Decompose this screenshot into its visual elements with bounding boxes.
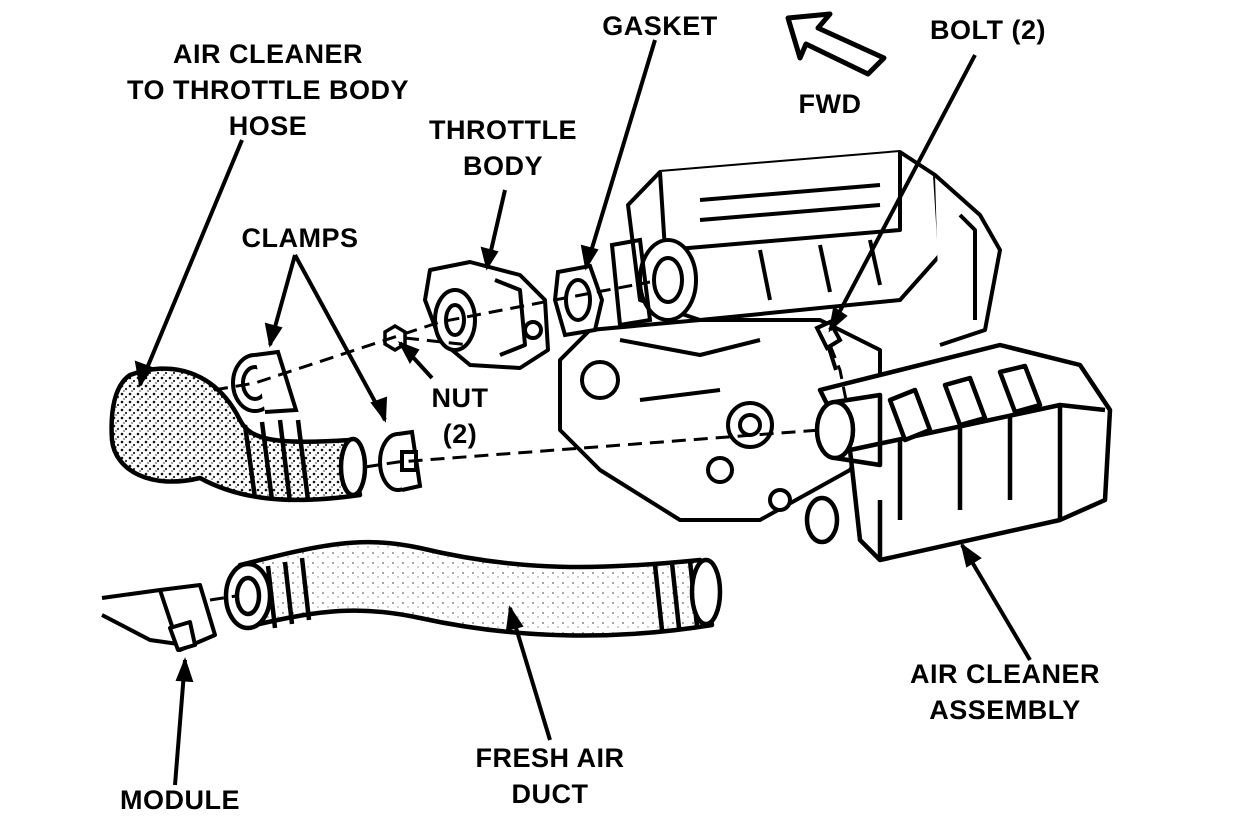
intake-manifold: [626, 150, 1002, 347]
throttle-body-shape: [423, 260, 550, 370]
label-fresh-air-duct-line-1: FRESH AIR: [475, 743, 625, 773]
air-cleaner-assembly-body: [804, 342, 1113, 563]
label-nut-line-2: (2): [442, 419, 478, 449]
fwd-arrow-icon: [785, 11, 887, 77]
label-air-cleaner-hose-line-2: TO THROTTLE BODY: [127, 75, 409, 105]
label-nut: NUT (2): [410, 380, 510, 452]
label-bolt: BOLT (2): [908, 12, 1068, 48]
fresh-air-duct-shape: [223, 539, 723, 638]
throttle-mount: [609, 237, 698, 328]
label-throttle-body-line-1: THROTTLE: [429, 115, 577, 145]
label-bolt-line-1: BOLT (2): [930, 15, 1046, 45]
assembly-dashed-lines: [209, 280, 850, 602]
label-gasket-line-1: GASKET: [602, 11, 718, 41]
label-clamps-line-1: CLAMPS: [241, 223, 359, 253]
engine-block: [558, 318, 882, 522]
leader-arrowheads: [134, 244, 982, 683]
label-module: MODULE: [90, 782, 270, 818]
label-air-cleaner-hose-line-3: HOSE: [228, 111, 308, 141]
label-air-cleaner-assembly-line-2: ASSEMBLY: [929, 695, 1081, 725]
label-nut-line-1: NUT: [431, 383, 489, 413]
label-fresh-air-duct-line-2: DUCT: [511, 779, 589, 809]
label-air-cleaner-assembly-line-1: AIR CLEANER: [909, 659, 1100, 689]
label-throttle-body: THROTTLE BODY: [408, 112, 598, 184]
label-throttle-body-line-2: BODY: [462, 151, 543, 181]
label-module-line-1: MODULE: [120, 785, 240, 815]
label-air-cleaner-assembly: AIR CLEANER ASSEMBLY: [880, 656, 1130, 728]
bolt-shape: [814, 319, 843, 371]
label-air-cleaner-hose: AIR CLEANER TO THROTTLE BODY HOSE: [98, 36, 438, 144]
label-gasket: GASKET: [580, 8, 740, 44]
label-air-cleaner-hose-line-1: AIR CLEANER: [172, 39, 363, 69]
clamp-upper-shape: [231, 349, 299, 414]
label-clamps: CLAMPS: [220, 220, 380, 256]
label-fwd: FWD: [780, 86, 880, 122]
gasket-shape: [552, 263, 605, 338]
module-pipe: [101, 583, 217, 652]
label-fwd-line-1: FWD: [798, 89, 862, 119]
label-fresh-air-duct: FRESH AIR DUCT: [450, 740, 650, 812]
